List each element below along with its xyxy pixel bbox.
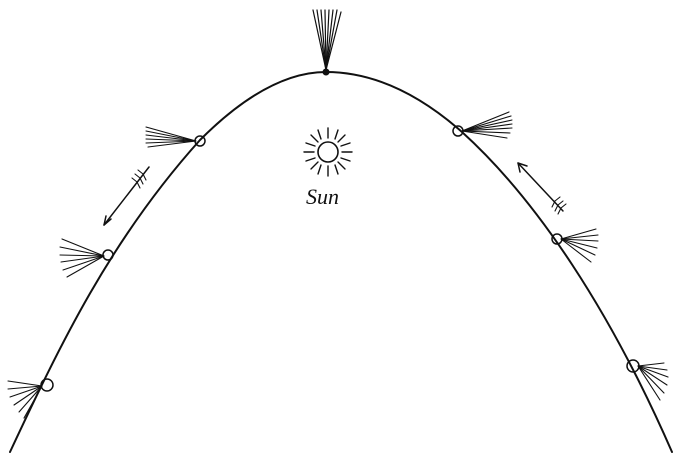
comet-upper-left (146, 127, 205, 147)
direction-arrow-left (104, 167, 149, 225)
direction-arrow-right (518, 163, 566, 214)
sun-label: Sun (306, 184, 339, 209)
parabolic-orbit-path (10, 72, 672, 452)
comet-upper-right (453, 112, 512, 138)
comet-top (313, 10, 341, 76)
sun-icon (304, 128, 352, 176)
comet-lower-left (8, 379, 53, 418)
comet-mid-left (60, 239, 113, 277)
comet-lower-right (627, 360, 668, 400)
